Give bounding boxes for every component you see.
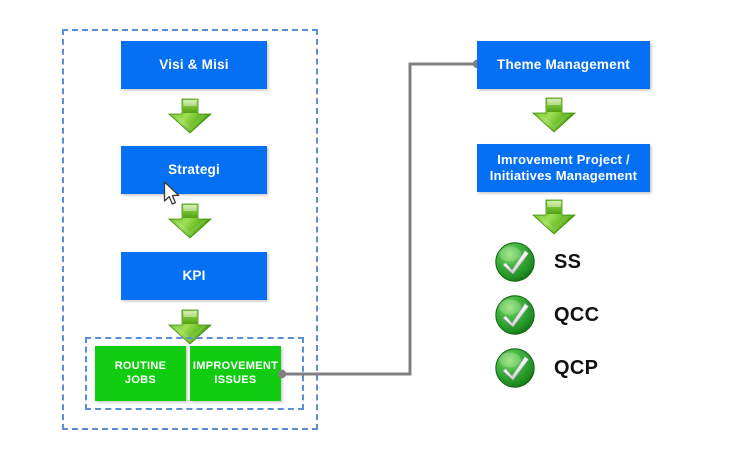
box-theme-management[interactable]: Theme Management [477,41,650,89]
box-improvement-issues[interactable]: IMPROVEMENT ISSUES [190,346,281,401]
method-label-qcp: QCP [554,356,599,379]
down-arrow-icon [531,199,577,237]
method-item-qcp[interactable]: QCP [494,347,598,389]
box-improvement-issues-line2: ISSUES [214,373,257,386]
green-check-circle-icon [494,294,536,336]
box-improvement-project-label: Imrovement Project / Initiatives Managem… [490,152,637,184]
box-improvement-issues-line1: IMPROVEMENT [192,360,279,373]
down-arrow-icon [531,97,577,135]
box-strategi-label: Strategi [168,161,220,177]
box-improvement-project[interactable]: Imrovement Project / Initiatives Managem… [477,144,650,192]
method-item-ss[interactable]: SS [494,241,581,283]
box-routine-jobs[interactable]: ROUTINE JOBS [95,346,186,401]
box-strategi[interactable]: Strategi [121,146,267,194]
box-kpi[interactable]: KPI [121,252,267,300]
down-arrow-icon [167,98,213,136]
green-check-circle-icon [494,347,536,389]
method-label-ss: SS [554,250,582,273]
box-visi-misi[interactable]: Visi & Misi [121,41,267,89]
method-item-qcc[interactable]: QCC [494,294,599,336]
mouse-pointer-icon [163,181,180,205]
box-visi-misi-label: Visi & Misi [159,56,229,72]
box-improvement-issues-label: IMPROVEMENT ISSUES [193,360,278,387]
box-routine-jobs-line2: JOBS [124,373,157,386]
box-improvement-project-line2: Initiatives Management [489,168,638,183]
down-arrow-icon [167,309,213,347]
box-kpi-label: KPI [182,267,206,283]
green-check-circle-icon [494,241,536,283]
down-arrow-icon [167,203,213,241]
box-routine-jobs-label: ROUTINE JOBS [115,360,167,387]
box-theme-management-label: Theme Management [497,56,630,72]
box-improvement-project-line1: Imrovement Project / [497,152,630,168]
method-label-qcc: QCC [554,303,600,326]
box-routine-jobs-line1: ROUTINE [114,360,167,373]
